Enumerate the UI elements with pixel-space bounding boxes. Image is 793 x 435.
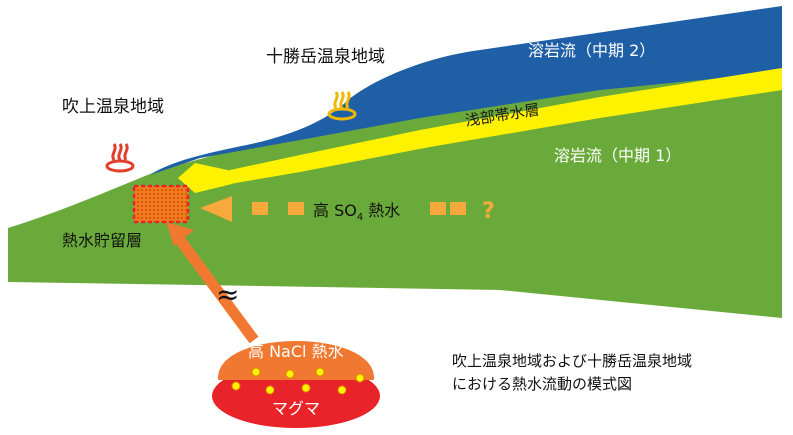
green-ground-layer (8, 68, 782, 318)
aquifer-flow-arrow (178, 163, 232, 193)
tokachidake-area-label: 十勝岳温泉地域 (266, 47, 385, 67)
high-nacl-label: 高 NaCl 熱水 (248, 342, 344, 361)
hot-spring-icon (105, 143, 135, 173)
approx-symbol: ≈ (216, 278, 239, 311)
shallow-aquifer-band (230, 68, 782, 184)
reservoir-box (132, 184, 190, 224)
fukiage-area-label: 吹上温泉地域 (62, 97, 164, 117)
caption-line2: における熱水流動の模式図 (452, 375, 632, 393)
nacl-upflow-arrow (166, 222, 259, 344)
magma-droplets (231, 367, 365, 395)
caption-line1: 吹上温泉地域および十勝岳温泉地域 (452, 352, 692, 370)
hot-spring-icon (327, 91, 357, 121)
magma-label: マグマ (272, 399, 320, 418)
lava-mid2-label: 溶岩流（中期 2） (528, 41, 655, 60)
reservoir-label: 熱水貯留層 (62, 231, 142, 250)
lava-mid1-label: 溶岩流（中期 1） (554, 146, 681, 165)
high-so4-label: 高 SO4 熱水 (313, 201, 400, 223)
magma-chamber (212, 341, 380, 428)
so4-flow-dashed-arrow (200, 196, 466, 222)
blue-lava-layer (150, 6, 782, 175)
question-mark: ? (482, 199, 495, 224)
